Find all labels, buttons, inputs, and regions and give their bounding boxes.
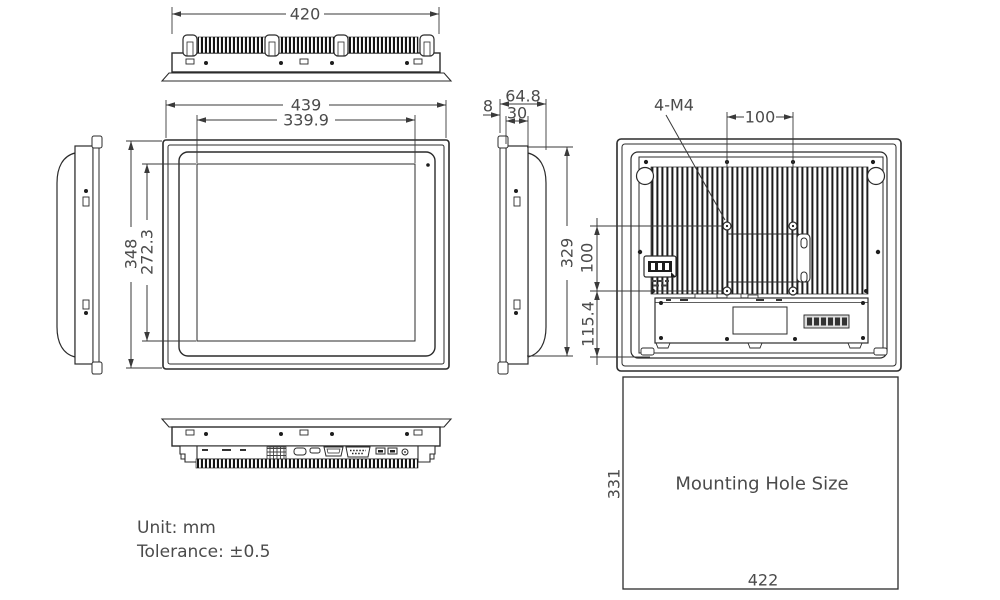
dim-329-label: 329	[558, 238, 577, 269]
vesa-bracket	[796, 233, 811, 283]
dim-339-9-label: 339.9	[283, 111, 329, 130]
left-rear-cover-bulge	[56, 152, 76, 358]
mounting-hole-box: Mounting Hole Size 331 422	[605, 376, 899, 590]
bottom-front-bezel-flange	[160, 418, 453, 428]
mounting-hole-title: Mounting Hole Size	[675, 474, 848, 495]
dim-339-9: 339.9	[196, 111, 416, 163]
drawing-notes: Unit: mm Tolerance: ±0.5	[136, 518, 270, 562]
dim-8-label: 8	[483, 97, 493, 116]
right-side-details	[513, 189, 521, 315]
rear-heatsink-fins	[650, 166, 869, 295]
vent-mesh	[266, 446, 287, 460]
dim-100-horizontal: 100	[726, 108, 794, 221]
audio-jack	[401, 448, 409, 456]
vesa-label-4m4: 4-M4	[654, 96, 726, 221]
unit-note: Unit: mm	[137, 518, 216, 538]
bottom-left-foot	[179, 445, 198, 463]
dim-348: 348	[122, 140, 162, 369]
rear-corner-hole	[635, 166, 655, 186]
rear-screws	[637, 159, 881, 293]
dim-8: 8	[483, 97, 500, 118]
bottom-heatsink-fins	[195, 458, 419, 469]
left-side-view	[56, 135, 103, 375]
power-led-dot	[426, 163, 430, 167]
dim-115-4-label: 115.4	[579, 301, 598, 347]
vesa-holes	[722, 221, 798, 296]
dim-422-label: 422	[748, 571, 779, 590]
bottom-right-foot	[417, 445, 436, 463]
display-area	[196, 163, 416, 342]
bottom-view-details	[185, 429, 423, 436]
dim-30-label: 30	[507, 104, 527, 123]
dim-272-3: 272.3	[138, 163, 196, 342]
right-rear-cover-bulge	[527, 152, 547, 358]
dim-329: 329	[527, 146, 577, 357]
serial-connector	[345, 446, 371, 458]
top-heatsink-fins	[197, 36, 419, 54]
rear-view	[616, 138, 902, 372]
usb-port	[387, 447, 398, 455]
vga-connector	[323, 446, 344, 457]
power-connector	[643, 255, 677, 287]
dim-348-label: 348	[122, 239, 141, 270]
dim-4-m4-label: 4-M4	[654, 96, 694, 115]
dim-439: 439	[165, 96, 447, 138]
dim-331-label: 331	[605, 469, 624, 500]
io-bay	[654, 293, 869, 349]
rear-corner-hole	[866, 166, 886, 186]
front-touch-bezel	[178, 151, 436, 357]
dim-30: 30	[505, 104, 529, 150]
dim-420: 420	[171, 5, 440, 34]
bottom-view	[160, 418, 453, 469]
vesa-mount-area	[727, 233, 811, 283]
top-front-bezel-flange	[160, 72, 453, 82]
label-plate	[732, 306, 788, 335]
top-mounting-clamps	[182, 34, 435, 57]
dim-100-vertical: 100	[578, 218, 722, 292]
dim-420-label: 420	[290, 5, 321, 24]
right-side-view	[497, 135, 547, 375]
dim-272-3-label: 272.3	[138, 229, 157, 275]
left-side-details	[82, 189, 90, 315]
front-view	[162, 139, 450, 370]
dim-100-v-label: 100	[578, 243, 597, 274]
usb-port	[375, 447, 386, 455]
bottom-io-connectors	[202, 446, 409, 460]
dim-64-8: 64.8	[499, 87, 547, 150]
dim-115-4: 115.4	[579, 291, 650, 365]
tolerance-note: Tolerance: ±0.5	[136, 542, 270, 562]
top-view-details	[185, 58, 423, 65]
dim-64-8-label: 64.8	[505, 87, 541, 106]
dip-switch-block	[803, 314, 850, 329]
front-outer-frame	[162, 139, 450, 370]
dim-100-h-label: 100	[745, 108, 776, 127]
dim-439-label: 439	[291, 96, 322, 115]
top-view	[160, 34, 453, 82]
